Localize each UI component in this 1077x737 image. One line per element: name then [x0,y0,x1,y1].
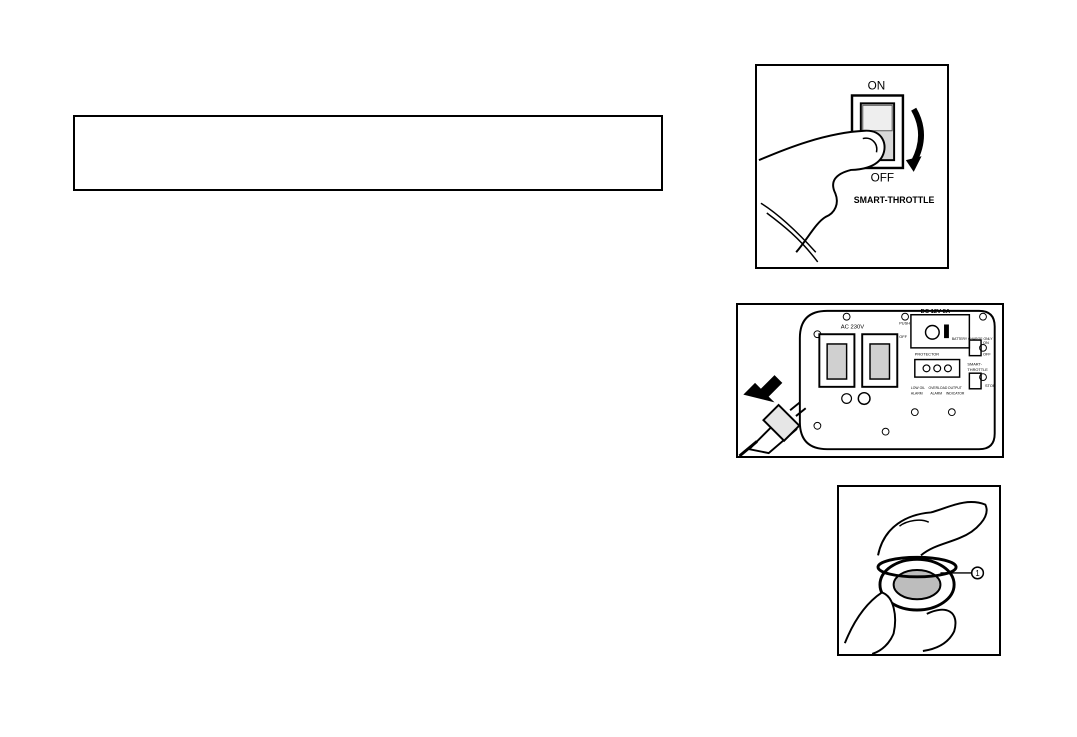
smart-label: SMART- [967,361,982,366]
unplug-arrow-icon [743,375,783,403]
dc-terminal [924,324,940,340]
switch-on-label: ON [983,340,989,345]
switch-off-label: OFF [871,172,895,185]
cap-illustration: 1 [843,501,988,654]
output-label: OUTPUT [948,386,962,390]
lower-hand-right-icon [922,608,957,652]
low-oil-light [922,364,931,373]
output-light [943,364,952,373]
switch-name-label: SMART-THROTTLE [854,195,935,205]
indicator-strip [914,358,961,378]
overload-alarm-label: ALARM [930,392,942,396]
ground-terminal-icon [841,393,853,404]
cap-removal-figure: 1 [837,485,1001,656]
throttle-label: THROTTLE [967,367,988,372]
callout-number: 1 [975,569,979,578]
engine-switch [968,372,982,390]
dc-output-label: DC 12V 8A [921,309,951,315]
control-panel-figure: AC 230V DC 12V 8A PUSH OFF BATTERY CHARG… [736,303,1004,458]
low-oil-alarm-label: ALARM [911,392,923,396]
switch-illustration: ON OFF SMART-THROTTLE [758,80,935,263]
rotate-arrow-icon [911,107,924,164]
note-box [73,115,663,191]
panel-screws [813,312,987,436]
dc-output-box [910,314,971,349]
battery-charge-label: BATTERY CHARGE ONLY [952,337,993,341]
push-label: PUSH [899,320,910,325]
smart-throttle-switch [968,339,982,357]
switch-off-label: OFF [983,352,991,357]
ac-voltage-label: AC 230V [841,324,864,330]
finger-icon [758,129,886,253]
stop-label: STOP [985,383,996,388]
protector-label: PROTECTOR [915,352,939,357]
switch-on-label: ON [868,80,886,93]
reset-knob [857,391,871,406]
ac-socket-right [861,333,899,388]
overload-label: OVERLOAD [928,386,947,390]
panel-illustration: AC 230V DC 12V 8A PUSH OFF BATTERY CHARG… [738,309,996,456]
output-indicator-label: INDICATOR [946,392,965,396]
upper-hand-icon [877,501,988,557]
push-off-label: OFF [899,334,907,339]
low-oil-label: LOW OIL [911,386,925,390]
overload-light [933,364,942,373]
lower-hand-left-icon [843,591,897,654]
cap-center [892,569,942,601]
callout-circle [970,566,985,580]
ac-socket-left [818,333,856,388]
plug-icon [738,401,807,456]
smart-throttle-switch-figure: ON OFF SMART-THROTTLE [755,64,949,269]
